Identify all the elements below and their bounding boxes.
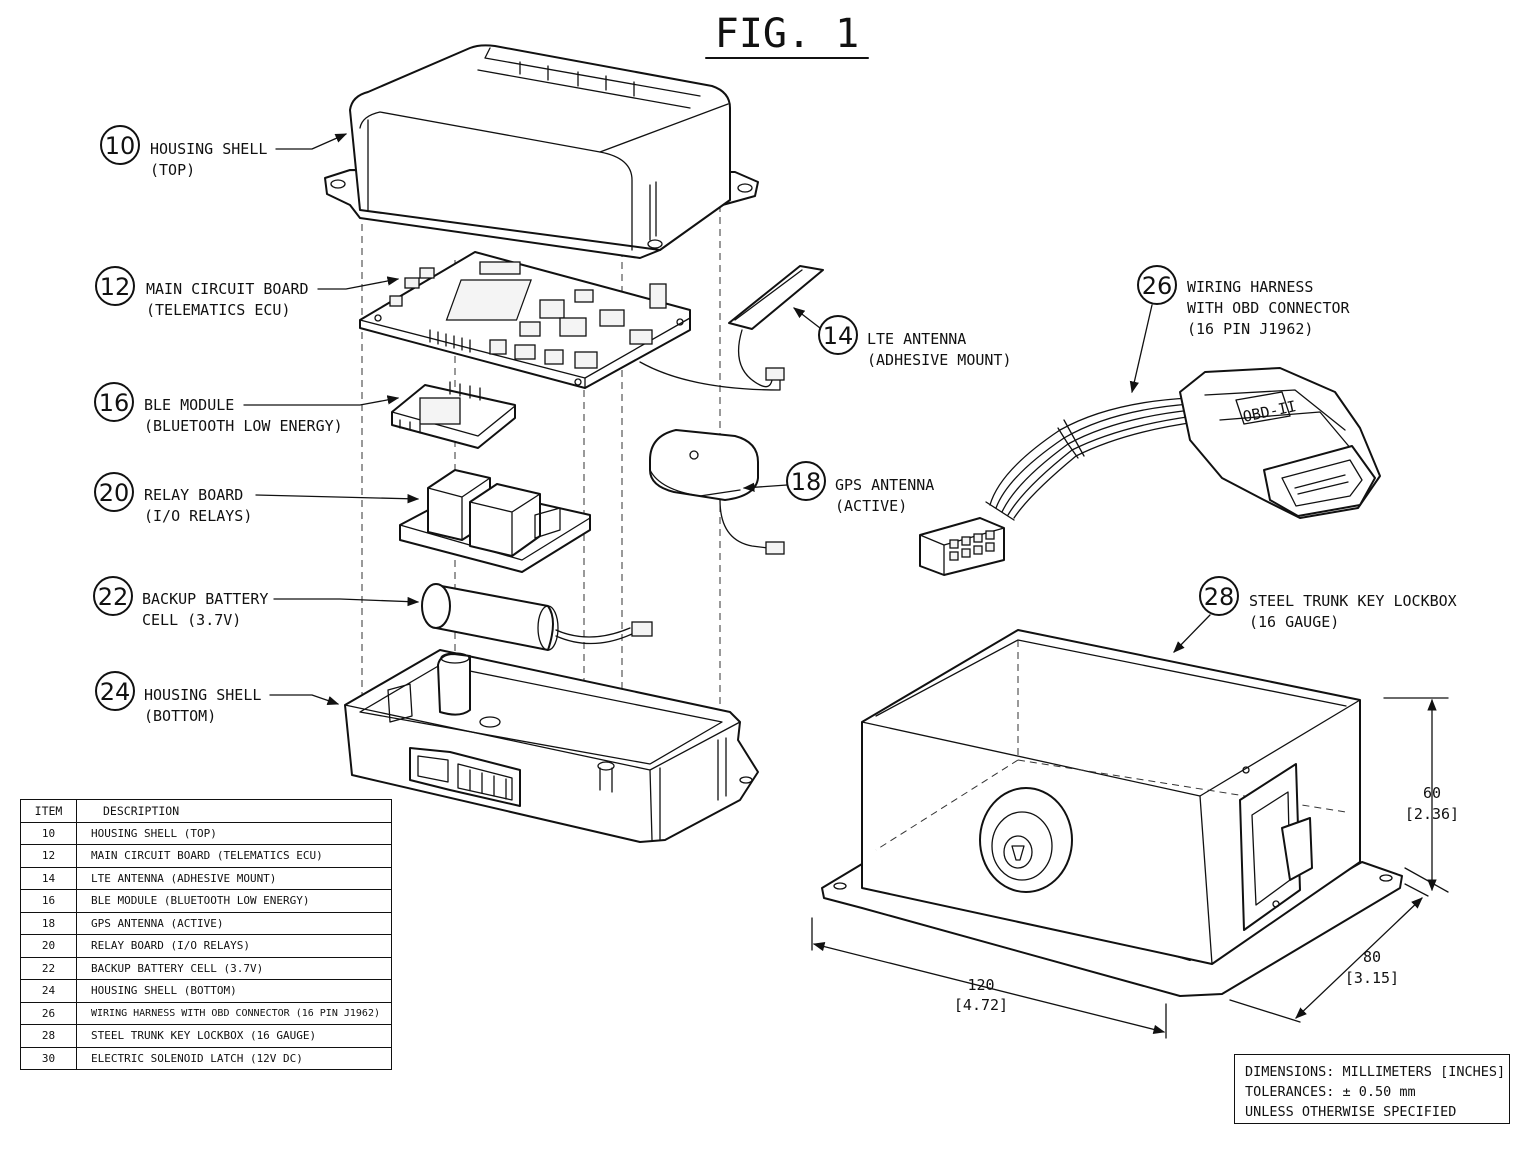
parts-table-header-item: ITEM [21,800,77,823]
item-number: 14 [21,867,77,890]
item-number: 12 [21,845,77,868]
callout-22-line2: CELL (3.7V) [142,611,241,629]
callout-20: 20 RELAY BOARD (I/O RELAYS) [95,473,418,525]
item-number: 16 [21,890,77,913]
table-row: 28STEEL TRUNK KEY LOCKBOX (16 GAUGE) [21,1025,392,1048]
parts-table-header-description: DESCRIPTION [77,800,392,823]
item-description: GPS ANTENNA (ACTIVE) [77,912,392,935]
table-row: 10HOUSING SHELL (TOP) [21,822,392,845]
callout-20-line1: RELAY BOARD [144,486,243,504]
callout-16-line2: (BLUETOOTH LOW ENERGY) [144,417,343,435]
callout-12-line1: MAIN CIRCUIT BOARD [146,280,309,298]
width-dim-in: [4.72] [954,996,1008,1014]
callout-26-line2: WITH OBD CONNECTOR [1187,299,1351,317]
table-row: 24HOUSING SHELL (BOTTOM) [21,980,392,1003]
callout-28-line2: (16 GAUGE) [1249,613,1339,631]
callout-26-line1: WIRING HARNESS [1187,278,1313,296]
depth-dim-in: [3.15] [1345,969,1399,987]
callout-24-line1: HOUSING SHELL [144,686,261,704]
item-description: LTE ANTENNA (ADHESIVE MOUNT) [77,867,392,890]
callout-16-number: 16 [99,389,130,417]
item-description: ELECTRIC SOLENOID LATCH (12V DC) [77,1047,392,1070]
item-description: HOUSING SHELL (BOTTOM) [77,980,392,1003]
callout-22: 22 BACKUP BATTERY CELL (3.7V) [94,577,418,629]
height-dim-in: [2.36] [1405,805,1459,823]
housing-shell-bottom [345,650,758,842]
callout-10: 10 HOUSING SHELL (TOP) [101,126,346,179]
callout-28: 28 STEEL TRUNK KEY LOCKBOX (16 GAUGE) [1174,577,1457,652]
callout-20-number: 20 [99,479,130,507]
table-row: 14LTE ANTENNA (ADHESIVE MOUNT) [21,867,392,890]
item-number: 26 [21,1002,77,1025]
callout-28-number: 28 [1204,583,1235,611]
parts-table-header-row: ITEM DESCRIPTION [21,800,392,823]
depth-dim-mm: 80 [1363,948,1381,966]
item-number: 22 [21,957,77,980]
callout-14-line1: LTE ANTENNA [867,330,966,348]
housing-shell-top [325,45,758,258]
note-tolerances: TOLERANCES: ± 0.50 mm [1245,1082,1499,1102]
table-row: 12MAIN CIRCUIT BOARD (TELEMATICS ECU) [21,845,392,868]
table-row: 18GPS ANTENNA (ACTIVE) [21,912,392,935]
table-row: 22BACKUP BATTERY CELL (3.7V) [21,957,392,980]
table-row: 30ELECTRIC SOLENOID LATCH (12V DC) [21,1047,392,1070]
callout-10-number: 10 [105,132,136,160]
notes-box: DIMENSIONS: MILLIMETERS [INCHES] TOLERAN… [1234,1054,1510,1124]
height-dim-mm: 60 [1423,784,1441,802]
callout-28-line1: STEEL TRUNK KEY LOCKBOX [1249,592,1457,610]
width-dim-mm: 120 [967,976,994,994]
callout-26-line3: (16 PIN J1962) [1187,320,1313,338]
callout-22-number: 22 [98,583,129,611]
item-number: 10 [21,822,77,845]
callout-18-number: 18 [791,468,822,496]
ble-module [392,382,515,448]
callout-14-line2: (ADHESIVE MOUNT) [867,351,1012,369]
wiring-harness-obd: OBD-II [920,368,1380,575]
item-description: BACKUP BATTERY CELL (3.7V) [77,957,392,980]
callout-16: 16 BLE MODULE (BLUETOOTH LOW ENERGY) [95,383,398,435]
callout-22-line1: BACKUP BATTERY [142,590,268,608]
callout-10-line1: HOUSING SHELL [150,140,267,158]
figure-title: FIG. 1 [706,11,868,58]
item-description: WIRING HARNESS WITH OBD CONNECTOR (16 PI… [77,1002,392,1025]
callout-18-line2: (ACTIVE) [835,497,907,515]
callout-14-number: 14 [823,322,854,350]
item-description: HOUSING SHELL (TOP) [77,822,392,845]
gps-antenna [650,430,784,554]
item-number: 24 [21,980,77,1003]
item-description: BLE MODULE (BLUETOOTH LOW ENERGY) [77,890,392,913]
callout-12-number: 12 [100,273,131,301]
callout-10-line2: (TOP) [150,161,195,179]
callout-18: 18 GPS ANTENNA (ACTIVE) [744,462,934,515]
callout-20-line2: (I/O RELAYS) [144,507,252,525]
note-unless-specified: UNLESS OTHERWISE SPECIFIED [1245,1102,1499,1122]
table-row: 26WIRING HARNESS WITH OBD CONNECTOR (16 … [21,1002,392,1025]
callout-24: 24 HOUSING SHELL (BOTTOM) [96,672,338,725]
main-circuit-board [360,252,690,388]
callout-24-line2: (BOTTOM) [144,707,216,725]
item-number: 28 [21,1025,77,1048]
item-description: RELAY BOARD (I/O RELAYS) [77,935,392,958]
table-row: 20RELAY BOARD (I/O RELAYS) [21,935,392,958]
item-description: STEEL TRUNK KEY LOCKBOX (16 GAUGE) [77,1025,392,1048]
steel-lockbox [822,630,1402,996]
item-description: MAIN CIRCUIT BOARD (TELEMATICS ECU) [77,845,392,868]
relay-board [400,470,590,572]
item-number: 30 [21,1047,77,1070]
figure-title-text: FIG. 1 [715,11,860,57]
callout-16-line1: BLE MODULE [144,396,234,414]
callout-12: 12 MAIN CIRCUIT BOARD (TELEMATICS ECU) [96,267,398,319]
note-dimensions: DIMENSIONS: MILLIMETERS [INCHES] [1245,1062,1499,1082]
parts-table: ITEM DESCRIPTION 10HOUSING SHELL (TOP) 1… [20,799,392,1070]
backup-battery [422,584,652,650]
callout-14: 14 LTE ANTENNA (ADHESIVE MOUNT) [794,308,1012,369]
table-row: 16BLE MODULE (BLUETOOTH LOW ENERGY) [21,890,392,913]
callout-26-number: 26 [1142,272,1173,300]
callout-24-number: 24 [100,678,131,706]
callout-12-line2: (TELEMATICS ECU) [146,301,291,319]
item-number: 20 [21,935,77,958]
item-number: 18 [21,912,77,935]
callout-18-line1: GPS ANTENNA [835,476,934,494]
